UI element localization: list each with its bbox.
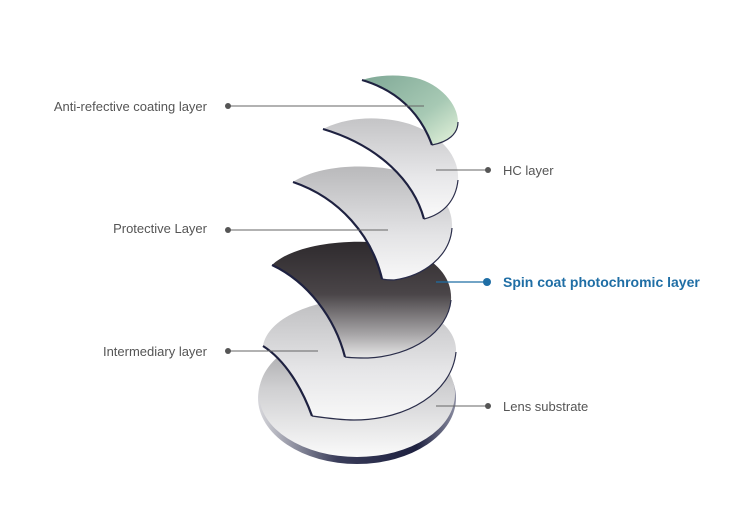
label-substrate: Lens substrate bbox=[503, 399, 588, 414]
leader-hc bbox=[436, 167, 491, 173]
label-hc: HC layer bbox=[503, 163, 554, 178]
label-protective: Protective Layer bbox=[113, 221, 208, 236]
leader-spin-coat bbox=[436, 278, 491, 286]
leader-dot-icon bbox=[483, 278, 491, 286]
leader-protective bbox=[225, 227, 388, 233]
leader-dot-icon bbox=[225, 227, 231, 233]
leader-dot-icon bbox=[225, 348, 231, 354]
hc-layer bbox=[322, 118, 459, 220]
label-intermediary: Intermediary layer bbox=[103, 344, 208, 359]
protective-layer bbox=[292, 166, 453, 281]
label-anti-reflective: Anti-refective coating layer bbox=[54, 99, 208, 114]
leader-dot-icon bbox=[225, 103, 231, 109]
leader-substrate bbox=[436, 403, 491, 409]
anti-reflective-layer bbox=[361, 75, 459, 146]
label-spin-coat: Spin coat photochromic layer bbox=[503, 274, 700, 290]
leader-dot-icon bbox=[485, 403, 491, 409]
leader-intermediary bbox=[225, 348, 318, 354]
leader-dot-icon bbox=[485, 167, 491, 173]
leader-anti-reflective bbox=[225, 103, 424, 109]
